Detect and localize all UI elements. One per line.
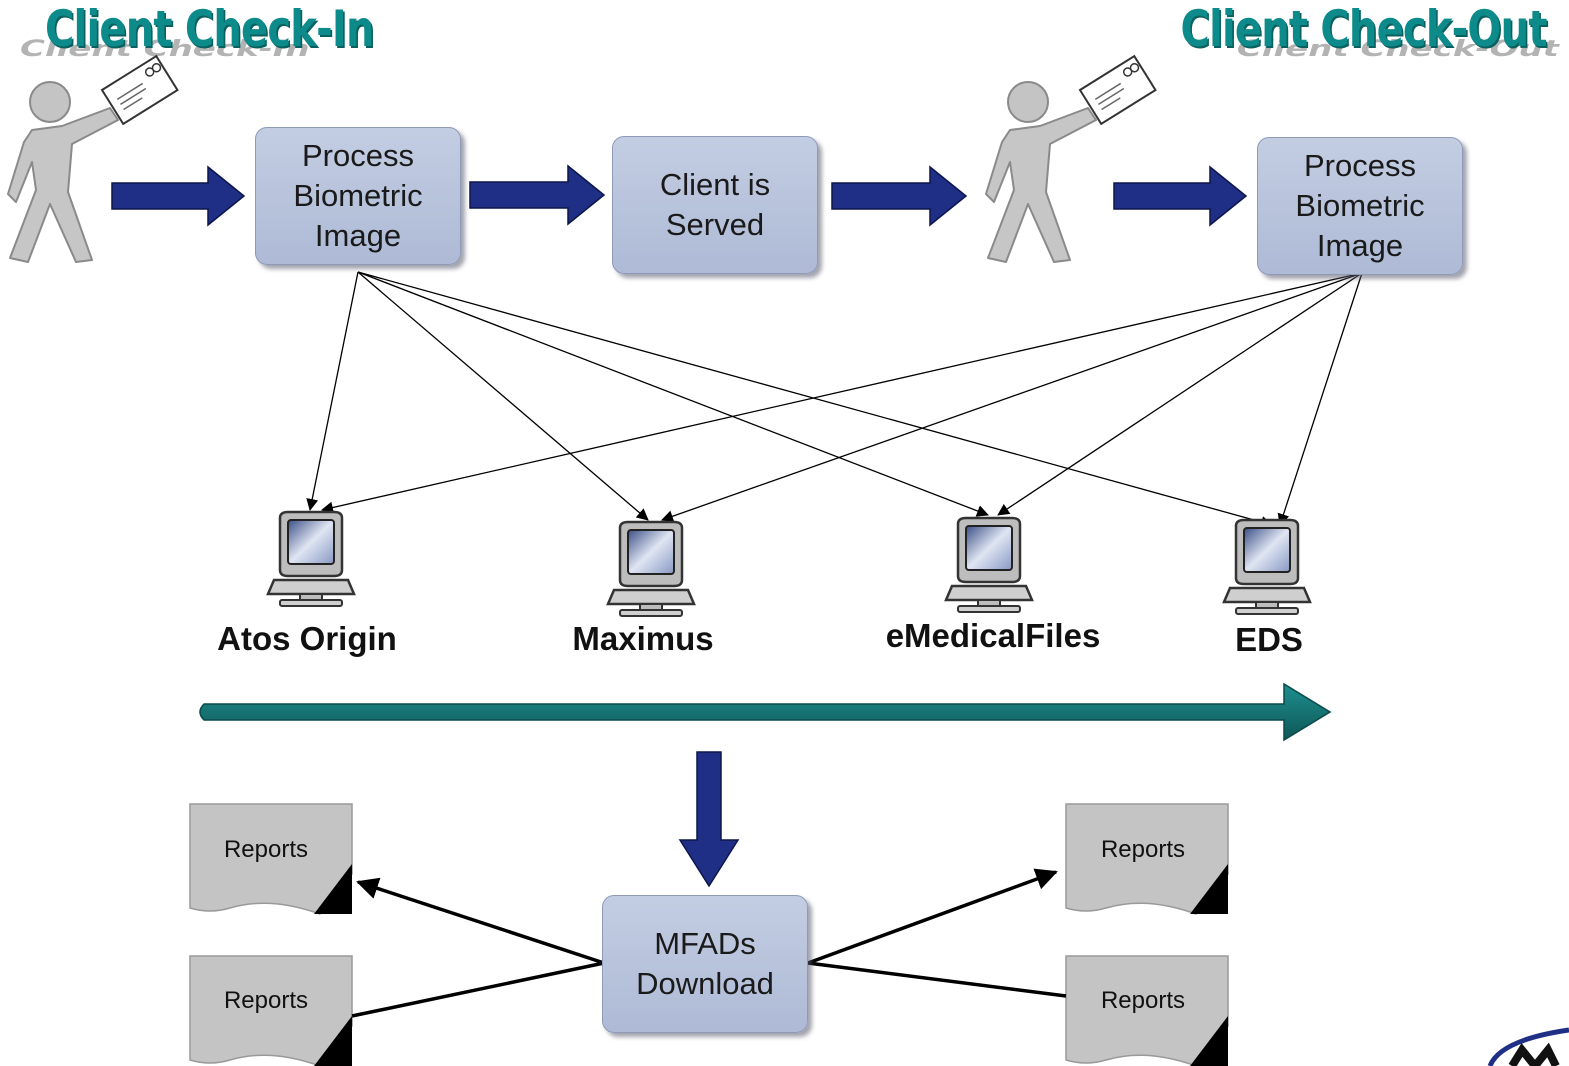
computer-icon-eds (1222, 518, 1312, 616)
check-in-title: Client Check-In (45, 0, 374, 58)
check-out-title: Client Check-Out (1180, 0, 1548, 58)
report-label-bottom-right: Reports (1100, 987, 1186, 1014)
computer-icon-emedicalfiles (944, 516, 1034, 614)
computer-icon-maximus (606, 520, 696, 618)
computer-label-eds: EDS (1235, 621, 1303, 658)
flow-arrow-4 (1113, 165, 1248, 227)
client-check-in-person-icon (7, 55, 179, 263)
report-label-bottom-left: Reports (223, 987, 309, 1014)
mfads-download-box: MFADs Download (602, 895, 808, 1033)
check-out-title-reflection: Client Check-Out (1236, 36, 1559, 62)
flow-arrow-1 (111, 165, 246, 227)
computer-label-maximus: Maximus (572, 620, 714, 657)
report-label-top-left: Reports (223, 836, 309, 863)
flow-arrow-2 (469, 164, 606, 226)
mfads-download-text: MFADs Download (636, 926, 774, 1001)
computer-icon-atos-origin (266, 510, 356, 608)
connector-lines-check-out (321, 272, 1363, 526)
process-biometric-image-check-out-text: Process Biometric Image (1295, 148, 1425, 263)
computer-label-atos-origin: Atos Origin (217, 620, 397, 657)
logo-mark-partial (1487, 1027, 1569, 1066)
client-check-out-person-icon (985, 55, 1157, 263)
report-connectors (351, 868, 1067, 1018)
process-biometric-image-check-in-box: Process Biometric Image (255, 127, 461, 265)
process-biometric-image-check-in-text: Process Biometric Image (293, 138, 423, 253)
flow-arrows (111, 164, 1248, 888)
client-is-served-text: Client is Served (659, 167, 771, 242)
connector-lines-check-in (306, 271, 1273, 528)
timeline-arrow (199, 682, 1332, 742)
flow-arrow-3 (831, 165, 968, 227)
check-in-title-reflection: Client Check-In (20, 36, 310, 62)
report-label-top-right: Reports (1100, 836, 1186, 863)
process-biometric-image-check-out-box: Process Biometric Image (1257, 137, 1463, 275)
computer-label-emedicalfiles: eMedicalFiles (885, 617, 1101, 654)
flow-arrow-down (678, 751, 740, 888)
client-is-served-box: Client is Served (612, 136, 818, 274)
